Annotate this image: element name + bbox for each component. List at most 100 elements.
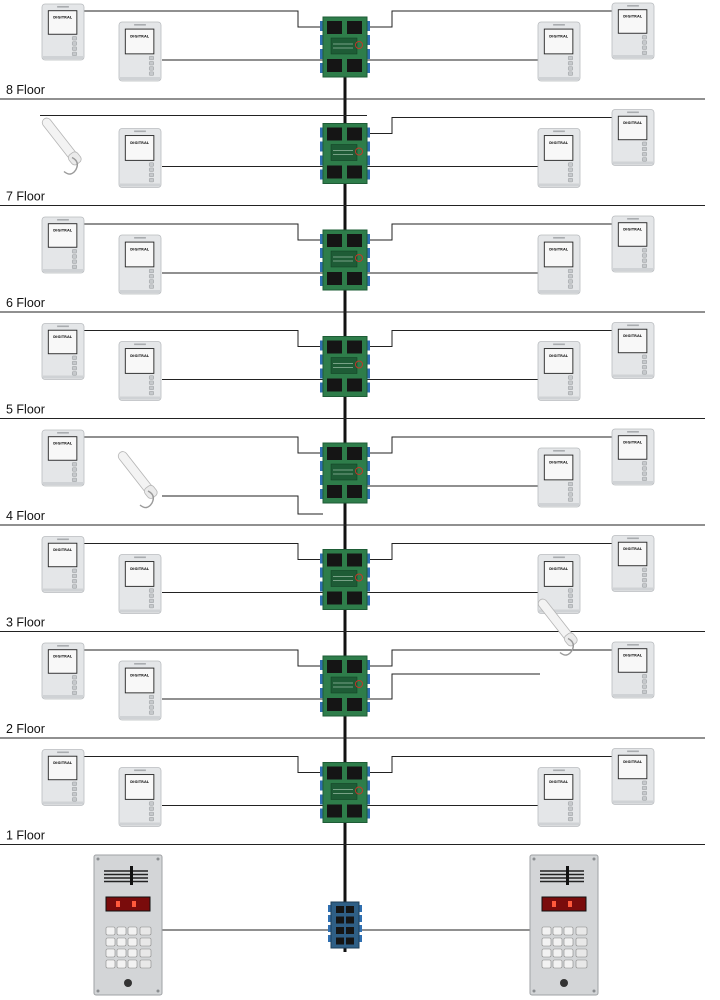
brand-label: DIGITRAL — [53, 442, 73, 446]
monitor-base — [120, 609, 160, 613]
brand-label: DIGITRAL — [623, 334, 643, 338]
intercom-monitor-icon: DIGITRAL — [611, 215, 655, 273]
monitor-base — [539, 77, 579, 80]
monitor-button — [568, 269, 573, 274]
intercom-monitor-icon: DIGITRAL — [537, 21, 581, 82]
monitor-button — [642, 674, 647, 679]
relay — [327, 59, 342, 72]
monitor-button — [149, 811, 154, 816]
monitor-button — [149, 284, 154, 289]
monitor-screen — [543, 774, 574, 800]
monitor-button — [72, 254, 77, 259]
monitor-button — [642, 684, 647, 689]
monitor-button — [149, 391, 154, 396]
relay — [327, 272, 342, 285]
relay — [327, 660, 342, 673]
brand-label: DIGITRAL — [549, 780, 569, 784]
brand-label: DIGITRAL — [130, 567, 150, 571]
monitor-button — [149, 66, 154, 71]
monitor-base — [539, 503, 579, 506]
relay — [347, 447, 362, 460]
monitor-button — [149, 375, 154, 380]
floor-label: 7 Floor — [6, 190, 45, 204]
monitor-button — [72, 36, 77, 41]
brand-label: DIGITRAL — [130, 34, 150, 38]
monitor-base — [613, 800, 653, 804]
monitor-screen — [124, 241, 155, 268]
monitor-button — [642, 45, 647, 50]
intercom-monitor-icon: DIGITRAL — [41, 216, 85, 274]
relay — [327, 127, 342, 141]
floor-wiring — [40, 115, 612, 167]
relay — [347, 766, 362, 780]
relay — [347, 340, 362, 354]
intercom-monitor-icon: DIGITRAL — [537, 128, 581, 188]
monitor-button — [642, 258, 647, 263]
monitor-button — [72, 579, 77, 584]
floor-wiring — [82, 756, 612, 806]
monitor-button — [72, 259, 77, 264]
intercom-monitor-icon: DIGITRAL — [537, 554, 581, 614]
keypad-key — [105, 926, 116, 936]
monitor-button — [568, 497, 573, 502]
monitor-button — [642, 461, 647, 466]
monitor-button — [149, 162, 154, 167]
monitor-screen — [543, 454, 574, 481]
monitor-button — [568, 380, 573, 385]
monitor-button — [642, 785, 647, 790]
monitor-base — [613, 694, 653, 697]
monitor-button — [568, 56, 573, 61]
brand-label: DIGITRAL — [623, 654, 643, 658]
monitor-button — [642, 40, 647, 45]
floor-label: 3 Floor — [6, 616, 45, 630]
monitor-button — [642, 689, 647, 694]
relay — [327, 591, 342, 605]
monitor-button — [72, 360, 77, 365]
floor-wiring — [82, 436, 612, 515]
monitor-base — [539, 396, 579, 400]
floor-switch-board-icon — [320, 229, 370, 291]
relay — [347, 660, 362, 673]
monitor-button — [72, 573, 77, 578]
monitor-button — [149, 598, 154, 603]
monitor-button — [72, 46, 77, 51]
door-call-panel-icon — [529, 854, 599, 996]
brand-label: DIGITRAL — [53, 761, 73, 765]
relay — [347, 698, 362, 711]
floor-label: 5 Floor — [6, 403, 45, 417]
relay — [327, 553, 342, 567]
monitor-button — [642, 35, 647, 40]
monitor-screen — [543, 28, 574, 55]
intercom-monitor-icon: DIGITRAL — [611, 2, 655, 60]
monitor-button — [568, 274, 573, 279]
monitor-button — [149, 56, 154, 61]
monitor-base — [120, 396, 160, 400]
monitor-button — [149, 817, 154, 822]
monitor-button — [568, 71, 573, 76]
keypad-key — [127, 926, 138, 936]
relay — [347, 485, 362, 498]
monitor-screen — [617, 435, 648, 460]
monitor-button — [568, 806, 573, 811]
monitor-screen — [617, 754, 648, 780]
keypad-key — [105, 937, 116, 947]
intercom-monitor-icon: DIGITRAL — [41, 3, 85, 61]
monitor-screen — [617, 9, 648, 34]
floor-switch-board-icon — [320, 762, 370, 823]
brand-label: DIGITRAL — [130, 141, 150, 145]
monitor-button — [568, 66, 573, 71]
floor-wiring — [82, 330, 612, 380]
monitor-button — [149, 604, 154, 609]
monitor-screen — [47, 436, 78, 461]
monitor-button — [642, 679, 647, 684]
entrance-level — [93, 854, 599, 996]
floor-switch-board-icon — [320, 549, 370, 610]
intercom-handset-icon — [537, 598, 578, 656]
monitor-button — [568, 598, 573, 603]
keypad-key — [116, 948, 127, 958]
monitor-button — [568, 604, 573, 609]
relay — [327, 340, 342, 354]
